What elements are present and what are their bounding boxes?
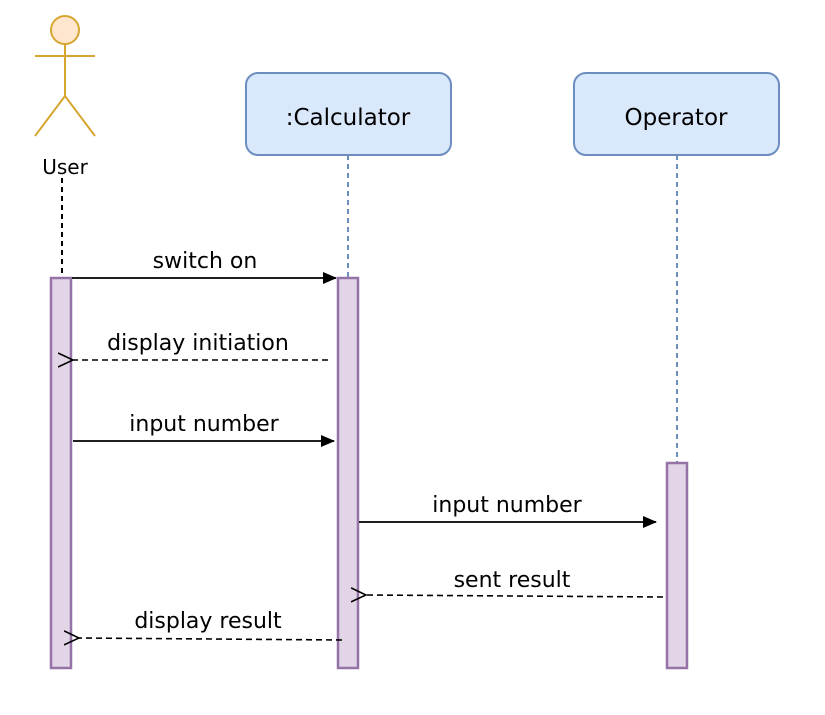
participant-calculator: :Calculator	[245, 72, 452, 156]
user-activation-bar	[49, 276, 73, 670]
actor-user: User	[34, 15, 96, 179]
operator-activation-bar	[665, 461, 689, 670]
message-sent-result-label: sent result	[454, 568, 571, 593]
message-sent-result-arrow	[366, 595, 664, 597]
actor-right-leg	[64, 95, 96, 137]
actor-left-leg	[34, 95, 66, 137]
participant-operator-label: Operator	[625, 105, 728, 131]
message-input-number-1-label: input number	[129, 412, 279, 437]
message-display-initiation: display initiation	[73, 331, 328, 360]
actor-label: User	[42, 155, 88, 179]
participant-operator: Operator	[573, 72, 780, 156]
calculator-activation-bar	[336, 276, 360, 670]
message-display-result-arrow	[79, 638, 343, 640]
message-switch-on-label: switch on	[153, 249, 258, 274]
message-switch-on: switch on	[72, 249, 337, 284]
message-input-number-1: input number	[73, 412, 335, 447]
message-display-result-label: display result	[134, 609, 282, 634]
participant-calculator-label: :Calculator	[286, 105, 411, 131]
message-display-result: display result	[79, 609, 343, 640]
message-sent-result: sent result	[366, 568, 664, 597]
message-display-initiation-label: display initiation	[107, 331, 289, 356]
message-input-number-2-label: input number	[432, 493, 582, 518]
message-input-number-2: input number	[359, 493, 657, 528]
actor-head	[50, 15, 80, 45]
